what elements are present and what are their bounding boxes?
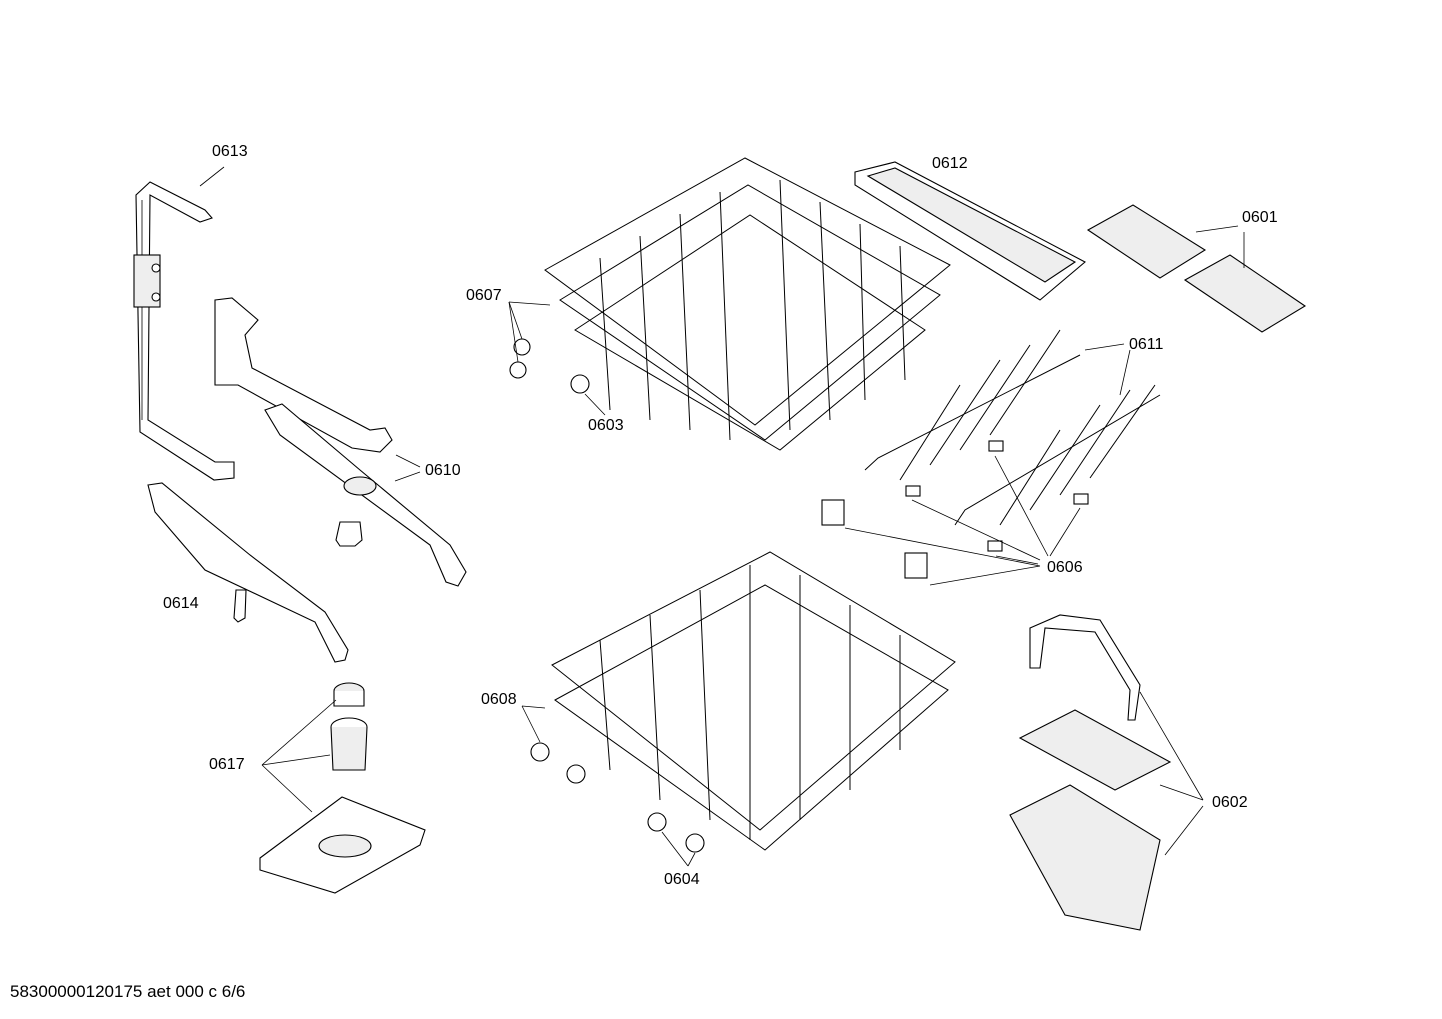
part-0613-supply-pipe [133, 166, 235, 481]
part-0610-upper-spray-arm [214, 297, 467, 587]
drawing-reference-footer: 58300000120175 aet 000 c 6/6 [10, 982, 246, 1001]
label-0606: 0606 [1047, 559, 1083, 576]
part-0606-clips [821, 440, 1089, 586]
label-0610: 0610 [425, 462, 461, 479]
label-0611: 0611 [1129, 336, 1164, 353]
label-0613: 0613 [212, 143, 248, 160]
label-0603: 0603 [588, 417, 624, 434]
part-0612-cup-rack [854, 161, 1086, 301]
label-0608: 0608 [481, 691, 517, 708]
label-0617: 0617 [209, 756, 245, 773]
label-0601: 0601 [1242, 209, 1278, 226]
label-0614: 0614 [163, 595, 199, 612]
part-lower-basket [521, 551, 956, 867]
label-0604: 0604 [664, 871, 700, 888]
label-0602: 0602 [1212, 794, 1248, 811]
part-0614-lower-spray-arm [147, 482, 349, 663]
part-0601-grids [1086, 204, 1307, 333]
part-0611-tine-rows [864, 329, 1161, 526]
part-0602-cutlery-basket [1009, 614, 1204, 931]
part-upper-basket [508, 157, 951, 451]
part-0617-filter [259, 682, 426, 894]
label-0612: 0612 [932, 155, 968, 172]
label-0607: 0607 [466, 287, 502, 304]
